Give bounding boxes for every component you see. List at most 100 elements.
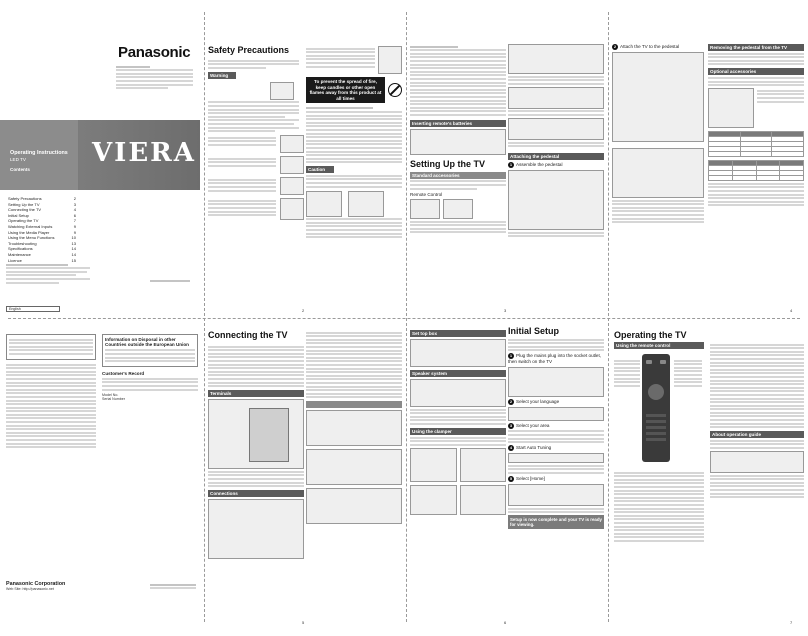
contents-item-label: Maintenance [8,251,31,257]
area-step: Select your area [516,422,550,428]
standard-accessories-bar: Standard accessories [410,171,506,179]
contents-item: Using the Media Player 9 [8,230,76,236]
safety-heading: Safety Precautions [208,45,290,55]
contents-item-label: Specifications [8,246,33,252]
operating-panel: Operating the TV Using the remote contro… [610,320,808,636]
optional-accessories-bar: Optional accessories [708,68,804,76]
customers-record-heading: Customer's Record [102,370,145,376]
cover-notes [6,262,94,285]
contents-item: Setting Up the TV 3 [8,202,76,208]
fold-line [204,12,205,622]
product-logo: VIERA [92,138,196,168]
remote-legend [614,470,704,543]
using-remote-bar: Using the remote control [614,342,704,349]
part-number [150,278,190,283]
doc-title: Operating Instructions [10,150,68,156]
contents-item-label: Initial Setup [8,212,29,218]
operating-col-2: About operation guide [710,342,804,500]
language-step: Select your language [516,398,560,404]
brand-logo: Panasonic [118,44,191,61]
fire-warning: To prevent the spread of fire, keep cand… [306,77,385,104]
setup-col-1: Set top box Speaker system Using the cla… [410,330,506,515]
composite-figure [306,488,402,525]
screws-figure [508,86,604,109]
contents-item-page: 2 [73,196,76,201]
safety-col-1: Warning [208,58,304,221]
safety-panel: Safety Precautions Warning [206,0,406,318]
clamper-figure-1 [410,447,457,482]
caution-label: Caution [306,166,334,174]
corporation-name: Panasonic Corporation [6,581,66,587]
child-figure [280,198,304,221]
no-flame-icon [388,83,402,98]
clearance-figure-2 [348,190,384,217]
assemble-pedestal-step: Assemble the pedestal [516,162,563,168]
av-equipment-bar [306,401,402,409]
optional-col: Removing the pedestal from the TV Option… [708,44,804,208]
screw-table [708,160,804,182]
remote-diagram [614,352,704,464]
remote-control-label: Remote Control [410,191,443,197]
contents-item-page: 13 [71,240,76,246]
contents-item-page: 6 [73,212,76,218]
contents-item-page: 15 [71,257,76,263]
contents-item-label: Setting Up the TV [8,201,40,207]
model-no-label: Model No. [102,392,119,397]
initial-setup-panel: Set top box Speaker system Using the cla… [408,320,608,636]
page-number: 5 [302,620,305,625]
page-number: 6 [504,620,507,625]
hand-figure [280,135,304,154]
initial-setup-heading: Initial Setup [508,326,560,336]
clamper-figure-2 [459,447,506,482]
terminals-figure [208,399,304,470]
cover-panel: Panasonic VIERA Operating Instructions L… [0,0,204,318]
clearance-figure [306,190,342,217]
contents-item-label: Watching External Inputs [8,223,53,229]
footer: Panasonic Corporation Web Site: http://p… [6,581,66,592]
speaker-bar: Speaker system [410,370,506,377]
remote-figure [410,199,440,220]
contents-item-page: 10 [71,235,76,241]
safety-col-2: To prevent the spread of fire, keep cand… [306,46,402,240]
setting-up-panel: Inserting remote's batteries Setting Up … [408,0,608,318]
hdmi-figure [306,410,402,447]
speaker-figure [410,379,506,407]
fold-line [406,12,407,622]
pedestal-assembly-figure [508,170,604,231]
aerial-connection-figure [208,499,304,560]
removing-pedestal-bar: Removing the pedestal from the TV [708,44,804,51]
batteries-bar: Inserting remote's batteries [410,119,506,127]
contents-item: Initial Setup 6 [8,213,76,219]
contents-item-page: 7 [73,218,76,224]
contents-title: Contents [10,167,30,172]
serial-no-label: Serial Number [102,396,125,401]
contents-item-label: Using the Media Player [8,229,50,235]
operation-guide-figure [710,451,804,474]
contents-item-page: 4 [73,207,76,213]
home-step: Select [Home] [516,475,545,481]
fold-line [608,12,609,622]
contents-item-page: 9 [73,229,76,235]
language-figure [508,406,604,421]
disposal-col: Information on Disposal in other Countri… [102,334,198,401]
connecting-panel: Connecting the TV Terminals Connections … [206,320,406,636]
connecting-heading: Connecting the TV [208,330,288,340]
operation-guide-bar: About operation guide [710,431,804,439]
page-number: 7 [790,620,793,625]
auto-tuning-step: Start Auto Tuning [516,445,552,451]
contents-item-page: 3 [73,201,76,207]
page-number: 4 [790,308,793,313]
bracket-table [708,131,804,158]
disposal-heading: Information on Disposal in other Countri… [105,337,189,348]
